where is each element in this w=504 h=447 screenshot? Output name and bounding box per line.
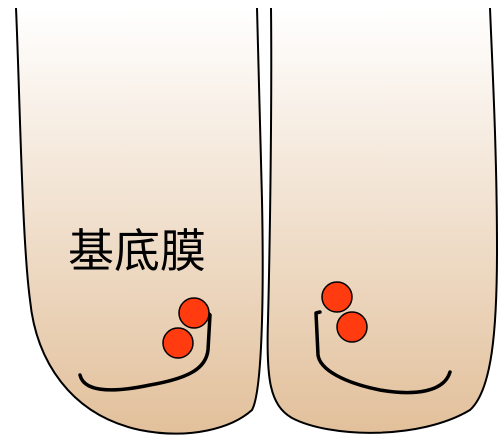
red-dot	[163, 328, 193, 358]
red-dot	[179, 298, 209, 328]
red-dot	[337, 312, 367, 342]
left-lobe	[16, 8, 263, 434]
right-lobe	[268, 8, 497, 433]
red-dot	[322, 282, 352, 312]
basement-membrane-label: 基底膜	[68, 228, 206, 274]
